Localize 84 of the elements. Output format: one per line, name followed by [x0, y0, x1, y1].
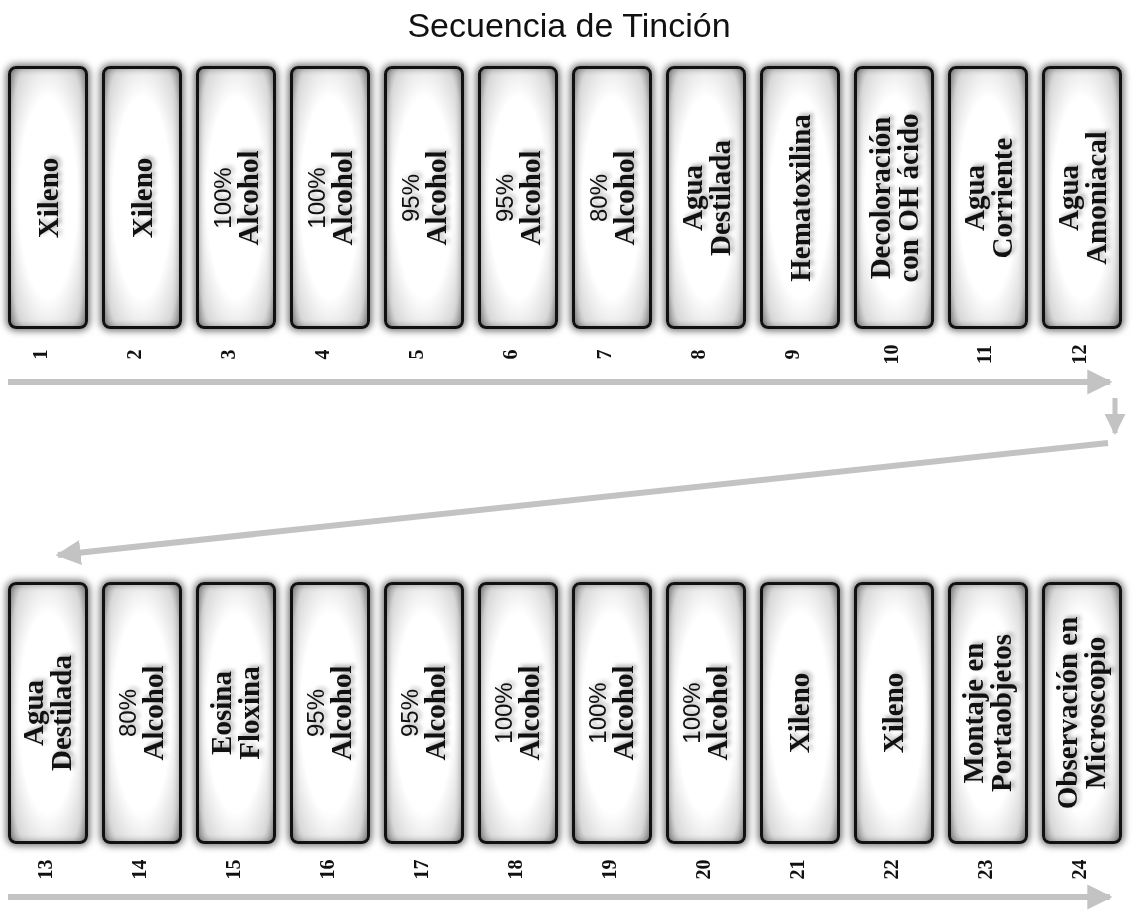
step-box — [478, 582, 558, 844]
percentage-label: 100% — [210, 166, 234, 229]
step-number: 20 — [691, 859, 715, 880]
step-number: 9 — [780, 349, 804, 360]
step-number: 8 — [686, 349, 710, 360]
step-number: 10 — [879, 344, 903, 365]
step-box — [384, 66, 464, 329]
step-label: Alcohol — [421, 665, 450, 761]
step-label: Alcohol — [327, 149, 356, 246]
step-label: Agua Destilada — [678, 138, 734, 258]
step-number: 4 — [310, 349, 334, 360]
step-number: 12 — [1067, 344, 1091, 365]
step-box — [102, 582, 182, 844]
step-number: 23 — [973, 859, 997, 880]
step-box — [666, 66, 746, 329]
step-label: Xileno — [34, 157, 62, 238]
percentage-label: 95% — [304, 689, 328, 738]
step-number: 7 — [592, 349, 616, 360]
step-label: Alcohol — [703, 665, 732, 761]
step-number: 14 — [127, 859, 151, 880]
step-box — [102, 66, 182, 329]
step-label: Montaje en Portaobjetos — [960, 633, 1016, 794]
step-number: 16 — [315, 859, 339, 880]
step-label: Agua Amoniacal — [1054, 129, 1110, 267]
step-label: Agua Destilada — [20, 654, 76, 773]
step-box — [290, 582, 370, 844]
step-box — [948, 66, 1028, 329]
percentage-label: 100% — [586, 682, 610, 744]
step-label: Xileno — [880, 672, 908, 754]
percentage-label: 95% — [492, 173, 516, 222]
step-box — [760, 66, 840, 329]
step-box — [8, 582, 88, 844]
step-label: Alcohol — [515, 665, 544, 761]
step-box — [1042, 66, 1122, 329]
step-number: 22 — [879, 859, 903, 880]
step-number: 21 — [785, 859, 809, 880]
step-number: 19 — [597, 859, 621, 880]
percentage-label: 100% — [680, 682, 704, 744]
step-box — [854, 582, 934, 844]
step-box — [854, 66, 934, 329]
step-number: 6 — [498, 349, 522, 360]
percentage-label: 95% — [398, 173, 422, 222]
step-box — [666, 582, 746, 844]
step-number: 24 — [1067, 859, 1091, 880]
step-label: Xileno — [786, 672, 814, 754]
step-box — [572, 582, 652, 844]
step-box — [196, 582, 276, 844]
percentage-label: 100% — [492, 682, 516, 744]
step-label: Agua Corriente — [960, 136, 1016, 260]
percentage-label: 80% — [116, 689, 140, 738]
step-box — [948, 582, 1028, 844]
step-number: 3 — [216, 349, 240, 360]
step-label: Alcohol — [421, 149, 450, 246]
step-label: Alcohol — [233, 149, 262, 246]
step-number: 18 — [503, 859, 527, 880]
diagram-title: Secuencia de Tinción — [406, 6, 732, 45]
step-label: Alcohol — [515, 149, 544, 246]
step-number: 13 — [33, 859, 57, 880]
percentage-label: 100% — [304, 166, 328, 229]
step-label: Alcohol — [609, 149, 638, 246]
step-number: 5 — [404, 349, 428, 360]
step-number: 17 — [409, 859, 433, 880]
step-box — [572, 66, 652, 329]
step-label: Alcohol — [139, 665, 168, 761]
percentage-label: 80% — [586, 173, 610, 222]
step-box — [290, 66, 370, 329]
step-box — [760, 582, 840, 844]
step-label: Alcohol — [609, 665, 638, 761]
step-number: 15 — [221, 859, 245, 880]
step-label: Decoloración con OH ácido — [866, 111, 922, 285]
step-box — [196, 66, 276, 329]
step-label: Alcohol — [327, 665, 356, 761]
step-label: Xileno — [128, 157, 156, 238]
percentage-label: 95% — [398, 689, 422, 738]
step-number: 11 — [972, 345, 996, 364]
step-number: 1 — [28, 349, 52, 360]
step-box — [384, 582, 464, 844]
step-label: Observación en Microscopio — [1054, 615, 1110, 812]
step-box — [478, 66, 558, 329]
step-label: Hematoxilina — [786, 113, 814, 282]
step-box — [8, 66, 88, 329]
step-label: Eosina Floxina — [208, 665, 264, 762]
step-number: 2 — [122, 349, 146, 360]
step-box — [1042, 582, 1122, 844]
